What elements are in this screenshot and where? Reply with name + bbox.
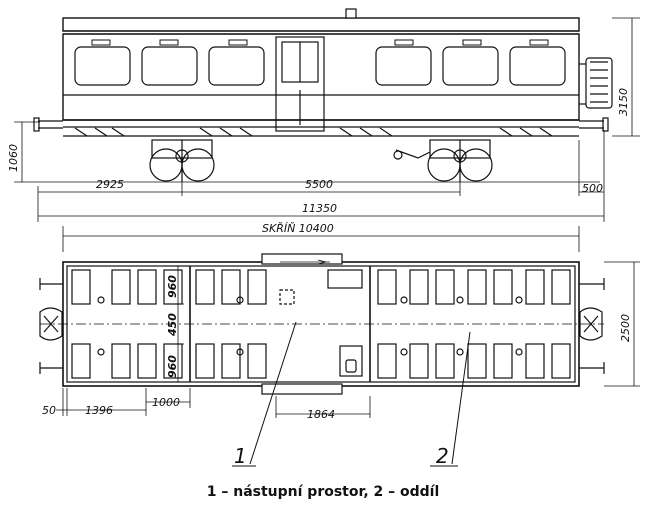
door-bottom xyxy=(261,383,343,395)
bogie-left xyxy=(149,139,215,182)
figure-caption: 1 – nástupní prostor, 2 – oddíl xyxy=(206,484,440,500)
dim-body-length: SKŘÍŇ 10400 xyxy=(262,222,334,235)
callout-1: 1 xyxy=(234,444,247,468)
callout-2: 2 xyxy=(436,444,449,468)
dim-total-length: 11350 xyxy=(302,202,337,215)
roof-top xyxy=(62,17,580,32)
tables xyxy=(97,296,523,356)
plan-view xyxy=(39,253,605,395)
dim-door-width: 1000 xyxy=(152,396,180,409)
side-elevation xyxy=(33,8,613,183)
dim-compartment-length: 1396 xyxy=(85,404,113,417)
plan-buffers xyxy=(39,278,605,374)
windows-left xyxy=(74,46,265,86)
dim-vestibule-length: 1864 xyxy=(307,408,335,421)
plan-outline xyxy=(62,261,580,387)
car-body xyxy=(62,33,580,121)
bogie-right xyxy=(393,139,493,182)
plan-dimensions xyxy=(56,261,640,418)
side-door xyxy=(275,36,325,132)
seats-left xyxy=(71,269,267,379)
window-vents xyxy=(91,39,549,46)
dim-overhang-right: 500 xyxy=(582,182,603,195)
dim-edge-offset: 50 xyxy=(42,404,56,417)
dim-offset-left: 2925 xyxy=(96,178,124,191)
door-top xyxy=(261,253,343,265)
windows-right xyxy=(375,46,566,86)
underframe xyxy=(63,126,579,137)
callout-leaders xyxy=(232,321,471,467)
seats-right xyxy=(377,269,571,379)
dim-height-floor: 1060 xyxy=(7,144,20,172)
buffers xyxy=(33,117,609,132)
dim-seat-upper: 960 xyxy=(166,275,179,298)
side-dimensions xyxy=(14,17,640,252)
dim-width: 2500 xyxy=(619,314,632,342)
end-bellows xyxy=(39,307,603,341)
vestibule xyxy=(279,259,363,377)
dim-aisle: 450 xyxy=(166,313,179,337)
gangway-bellows xyxy=(579,57,613,109)
dim-seat-lower: 960 xyxy=(166,355,179,378)
roof-vent xyxy=(345,8,357,19)
dim-height-body: 3150 xyxy=(617,88,630,116)
dim-bogie-spacing: 5500 xyxy=(305,178,333,191)
